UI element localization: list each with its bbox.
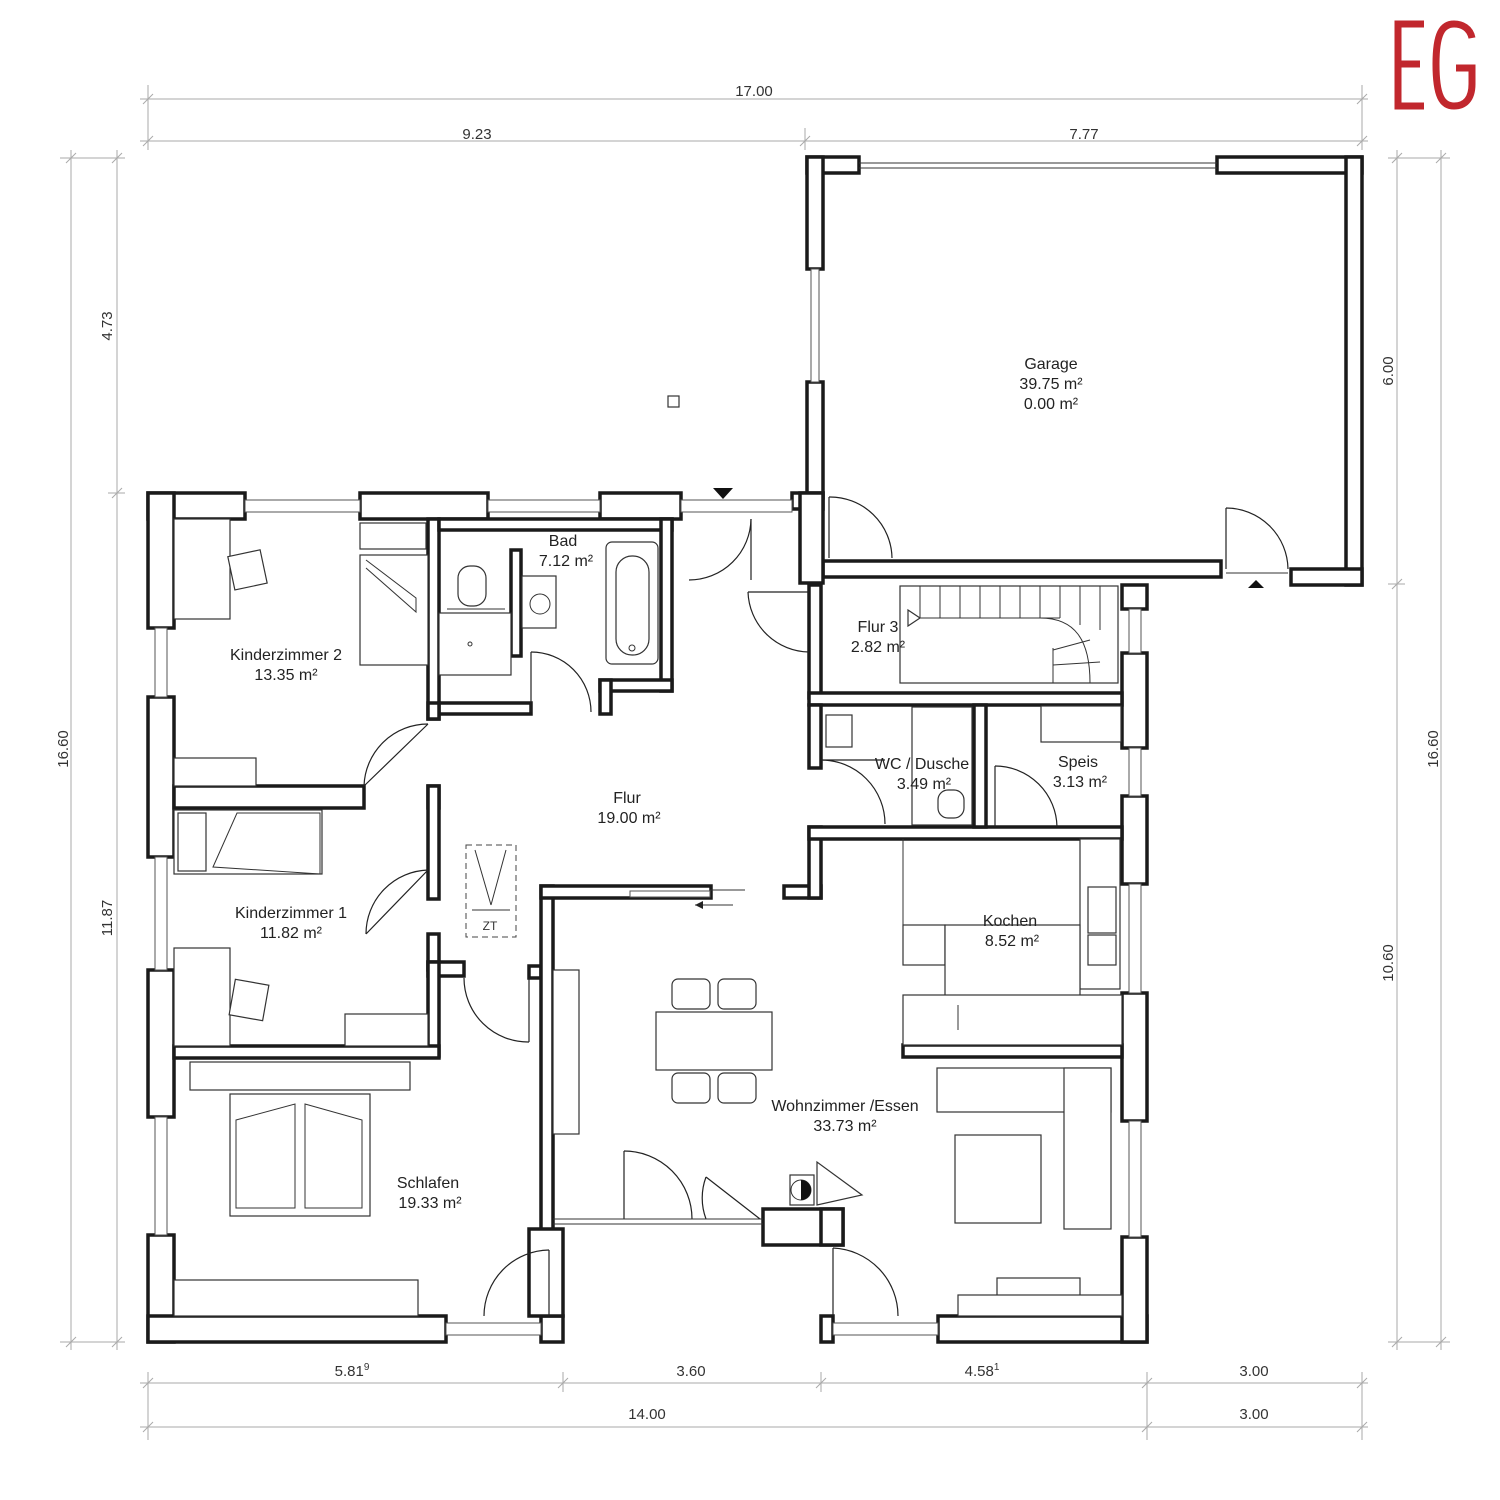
dim-bottom-total-left: 14.00 (628, 1406, 666, 1423)
exterior-windows (154, 499, 1142, 1336)
dim-left-top: 4.73 (99, 311, 116, 340)
room-garage-name: Garage (1024, 356, 1077, 373)
room-speis-name: Speis (1058, 754, 1098, 771)
dim-left-total: 16.60 (55, 730, 72, 768)
room-kinderzimmer2-name: Kinderzimmer 2 (230, 647, 342, 664)
garage-entry-door (828, 496, 893, 559)
garage-side-window (810, 268, 820, 383)
dim-right-top: 6.00 (1380, 356, 1397, 385)
living-furniture (789, 1067, 1123, 1317)
room-kochen-name: Kochen (983, 913, 1037, 930)
dimension-lines (60, 85, 1450, 1440)
room-flur-area: 19.00 m² (597, 810, 661, 827)
bad-fixtures (438, 541, 659, 676)
interior-doors (363, 518, 1058, 1317)
dim-left-bottom: 11.87 (99, 900, 116, 936)
zt-stair-marker (465, 844, 517, 938)
room-speis-area: 3.13 m² (1053, 774, 1108, 791)
garage-side-door (1225, 507, 1289, 588)
stair-label: ZT (483, 919, 498, 933)
room-wc-dusche-name: WC / Dusche (875, 756, 969, 773)
dining-furniture (552, 969, 773, 1135)
room-wohnzimmer-name: Wohnzimmer /Essen (771, 1098, 918, 1115)
schlafen-furniture (173, 1061, 419, 1317)
room-schlafen-name: Schlafen (397, 1175, 459, 1192)
room-schlafen-area: 19.33 m² (398, 1195, 462, 1212)
room-kinderzimmer1-area: 11.82 m² (260, 925, 323, 942)
dim-top-total: 17.00 (735, 83, 773, 100)
dim-right-bottom: 10.60 (1380, 944, 1397, 982)
dim-bottom-total-right: 3.00 (1239, 1406, 1268, 1423)
dim-bottom-4: 3.00 (1239, 1363, 1268, 1380)
dim-top-right: 7.77 (1069, 126, 1098, 143)
room-bad-name: Bad (549, 533, 577, 550)
wc-fixtures (825, 706, 973, 826)
room-flur-name: Flur (613, 790, 641, 807)
speis-shelf (1040, 705, 1122, 743)
room-kochen-area: 8.52 m² (985, 933, 1040, 950)
kz2-furniture (173, 518, 429, 787)
room-garage-area2: 0.00 m² (1024, 396, 1079, 413)
kitchen-fixtures (902, 838, 1123, 1046)
eg-level-logo (1394, 20, 1476, 110)
dim-bottom-2: 3.60 (676, 1363, 705, 1380)
entrance-marker (713, 488, 733, 499)
dim-right-total: 16.60 (1425, 730, 1442, 768)
room-kinderzimmer1-name: Kinderzimmer 1 (235, 905, 347, 922)
room-flur3-area: 2.82 m² (851, 639, 906, 656)
dim-bottom-1: 5.819 (335, 1362, 370, 1380)
garage-door-opening (859, 162, 1217, 169)
room-kinderzimmer2-area: 13.35 m² (254, 667, 318, 684)
room-bad-area: 7.12 m² (539, 553, 594, 570)
kz1-furniture (173, 809, 429, 1047)
room-wc-dusche-area: 3.49 m² (897, 776, 952, 793)
garage-walls (790, 155, 1364, 587)
room-wohnzimmer-area: 33.73 m² (813, 1118, 877, 1135)
interior-walls (172, 517, 1124, 1318)
dim-bottom-3: 4.581 (965, 1362, 1000, 1380)
room-flur3-name: Flur 3 (858, 619, 899, 636)
garage-marker (667, 395, 680, 408)
flur3-stairs (899, 585, 1119, 684)
room-garage-area: 39.75 m² (1019, 376, 1083, 393)
dim-top-left: 9.23 (462, 126, 491, 143)
